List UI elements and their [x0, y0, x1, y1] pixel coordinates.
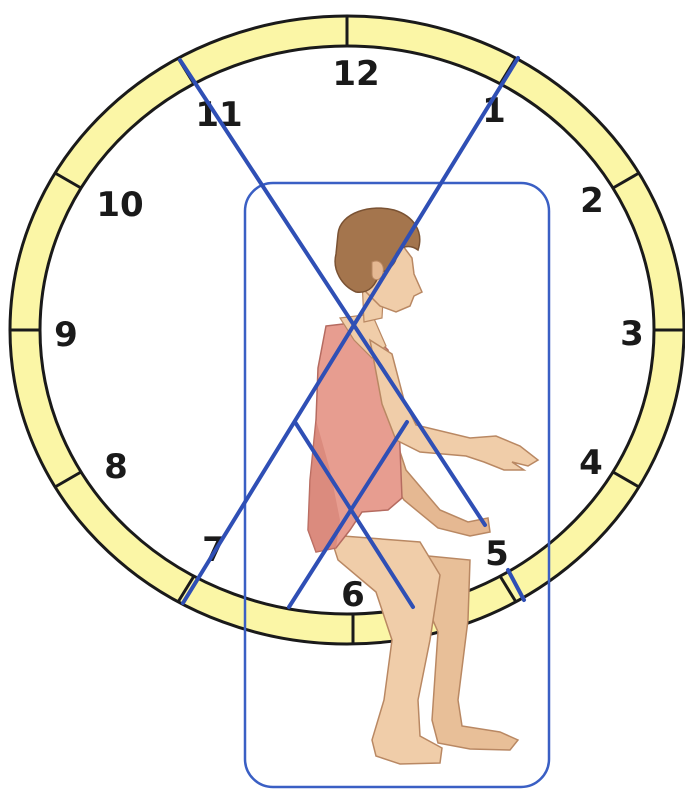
clock-number-10: 10: [96, 185, 143, 225]
clock-number-2: 2: [580, 181, 604, 221]
front-leg: [330, 535, 442, 764]
clock-number-12: 12: [332, 54, 379, 94]
clock-number-9: 9: [54, 315, 78, 355]
clock-number-4: 4: [579, 443, 603, 483]
clock-number-5: 5: [485, 534, 509, 574]
clock-number-8: 8: [104, 447, 128, 487]
clock-number-6: 6: [341, 575, 365, 615]
clock-number-3: 3: [620, 314, 644, 354]
person-figure: [308, 208, 538, 764]
clock-number-11: 11: [195, 95, 242, 135]
